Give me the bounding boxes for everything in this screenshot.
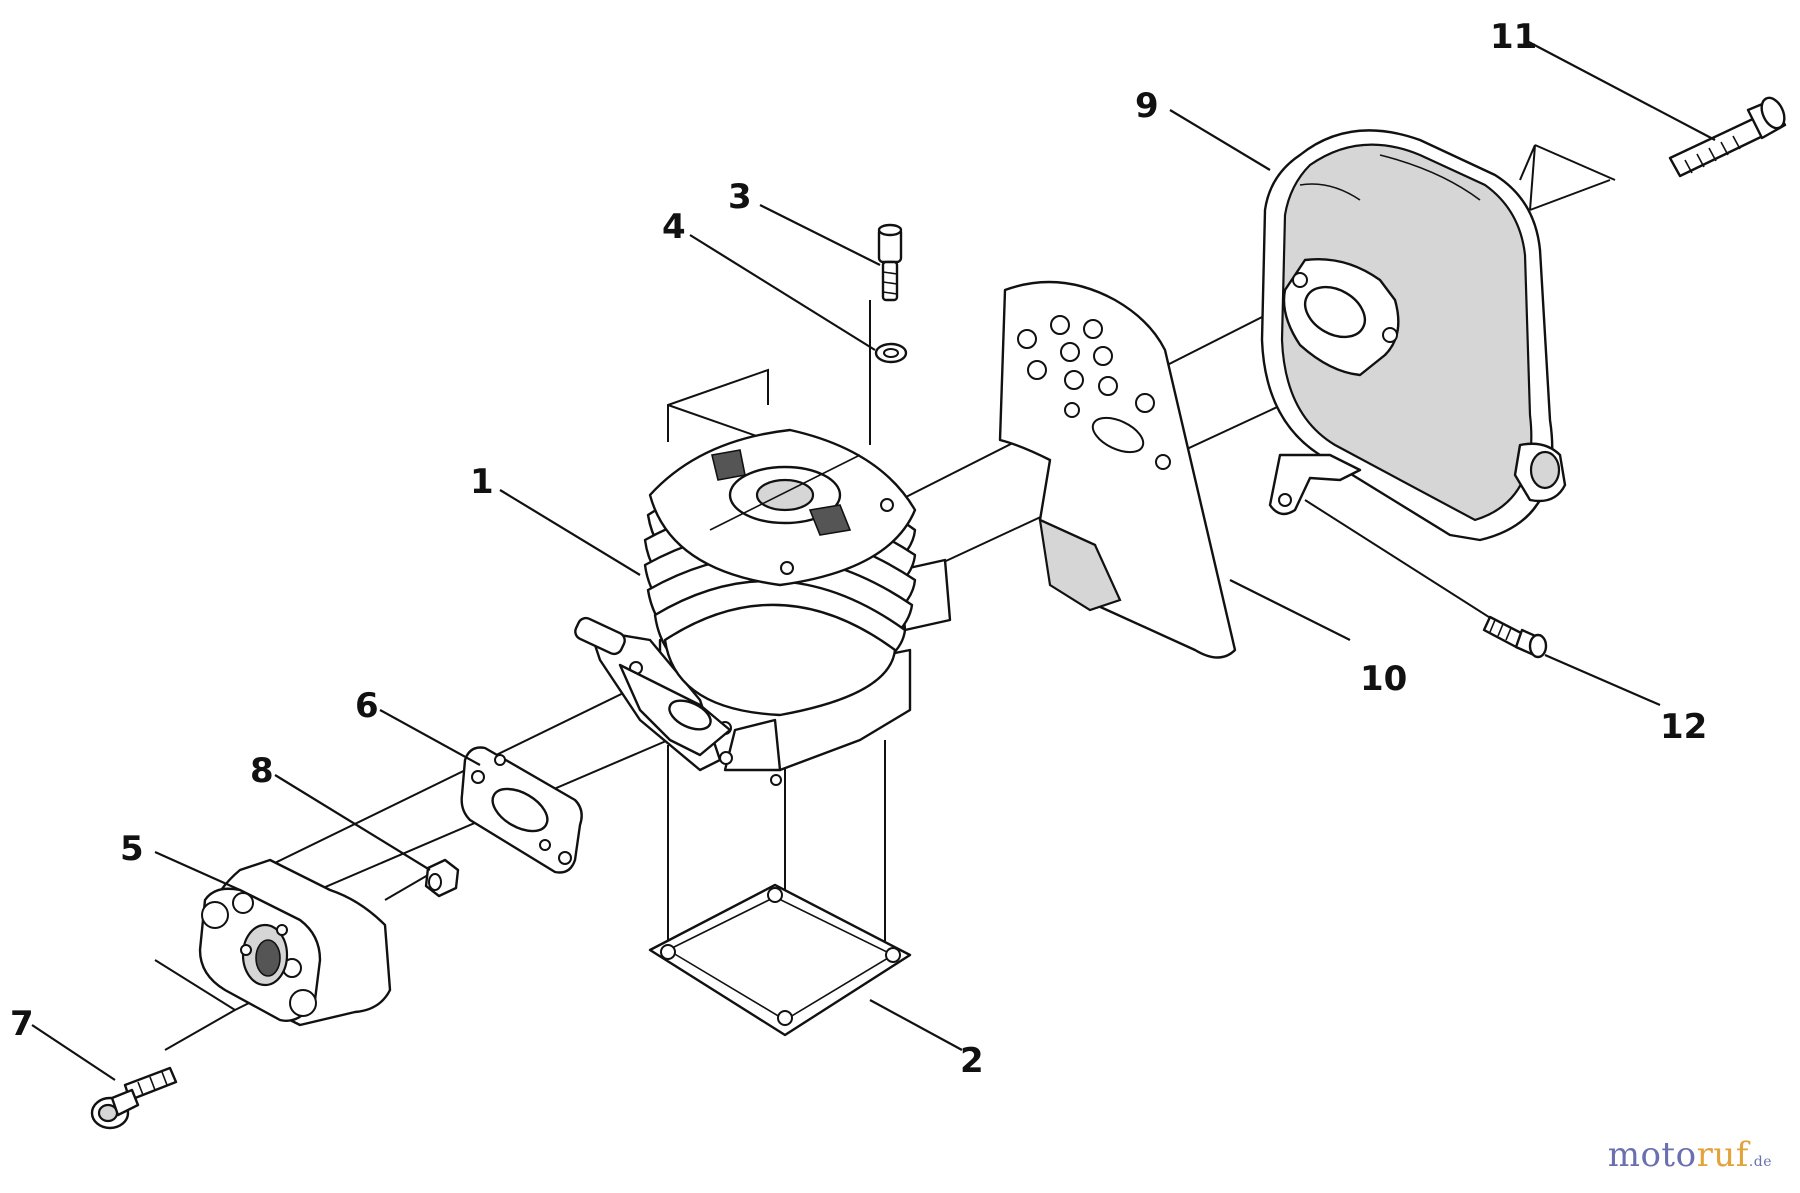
callout-12: 12 <box>1660 707 1707 747</box>
watermark-part2: ruf <box>1696 1135 1749 1175</box>
callout-3: 3 <box>728 177 752 217</box>
nut-part <box>424 858 460 898</box>
callout-5: 5 <box>120 829 144 869</box>
screw-3-part <box>877 223 903 302</box>
callout-4: 4 <box>662 207 686 247</box>
screw-7-part <box>90 1066 178 1130</box>
callout-11: 11 <box>1490 17 1537 57</box>
callout-7: 7 <box>10 1004 34 1044</box>
washer-part <box>874 342 908 364</box>
long-screw-part <box>1668 96 1787 178</box>
callout-10: 10 <box>1360 659 1407 699</box>
callout-6: 6 <box>355 686 379 726</box>
callout-8: 8 <box>250 751 274 791</box>
callout-2: 2 <box>960 1041 984 1081</box>
callout-9: 9 <box>1135 86 1159 126</box>
base-gasket-part <box>648 883 912 1037</box>
cylinder-part <box>574 428 952 786</box>
leader-lines <box>31 39 1716 1081</box>
intake-gasket-part <box>460 746 583 874</box>
intake-adapter-part <box>198 858 392 1027</box>
watermark-suffix: .de <box>1748 1154 1772 1170</box>
watermark-logo: motoruf.de <box>1608 1135 1772 1175</box>
watermark-part1: moto <box>1607 1135 1697 1175</box>
muffler-part <box>1260 129 1567 542</box>
screw-12-part <box>1482 615 1548 659</box>
callout-1: 1 <box>470 462 494 502</box>
heat-shield-part <box>998 280 1237 659</box>
callout-labels: 1 2 3 4 5 6 7 8 9 10 11 12 <box>10 17 1707 1081</box>
